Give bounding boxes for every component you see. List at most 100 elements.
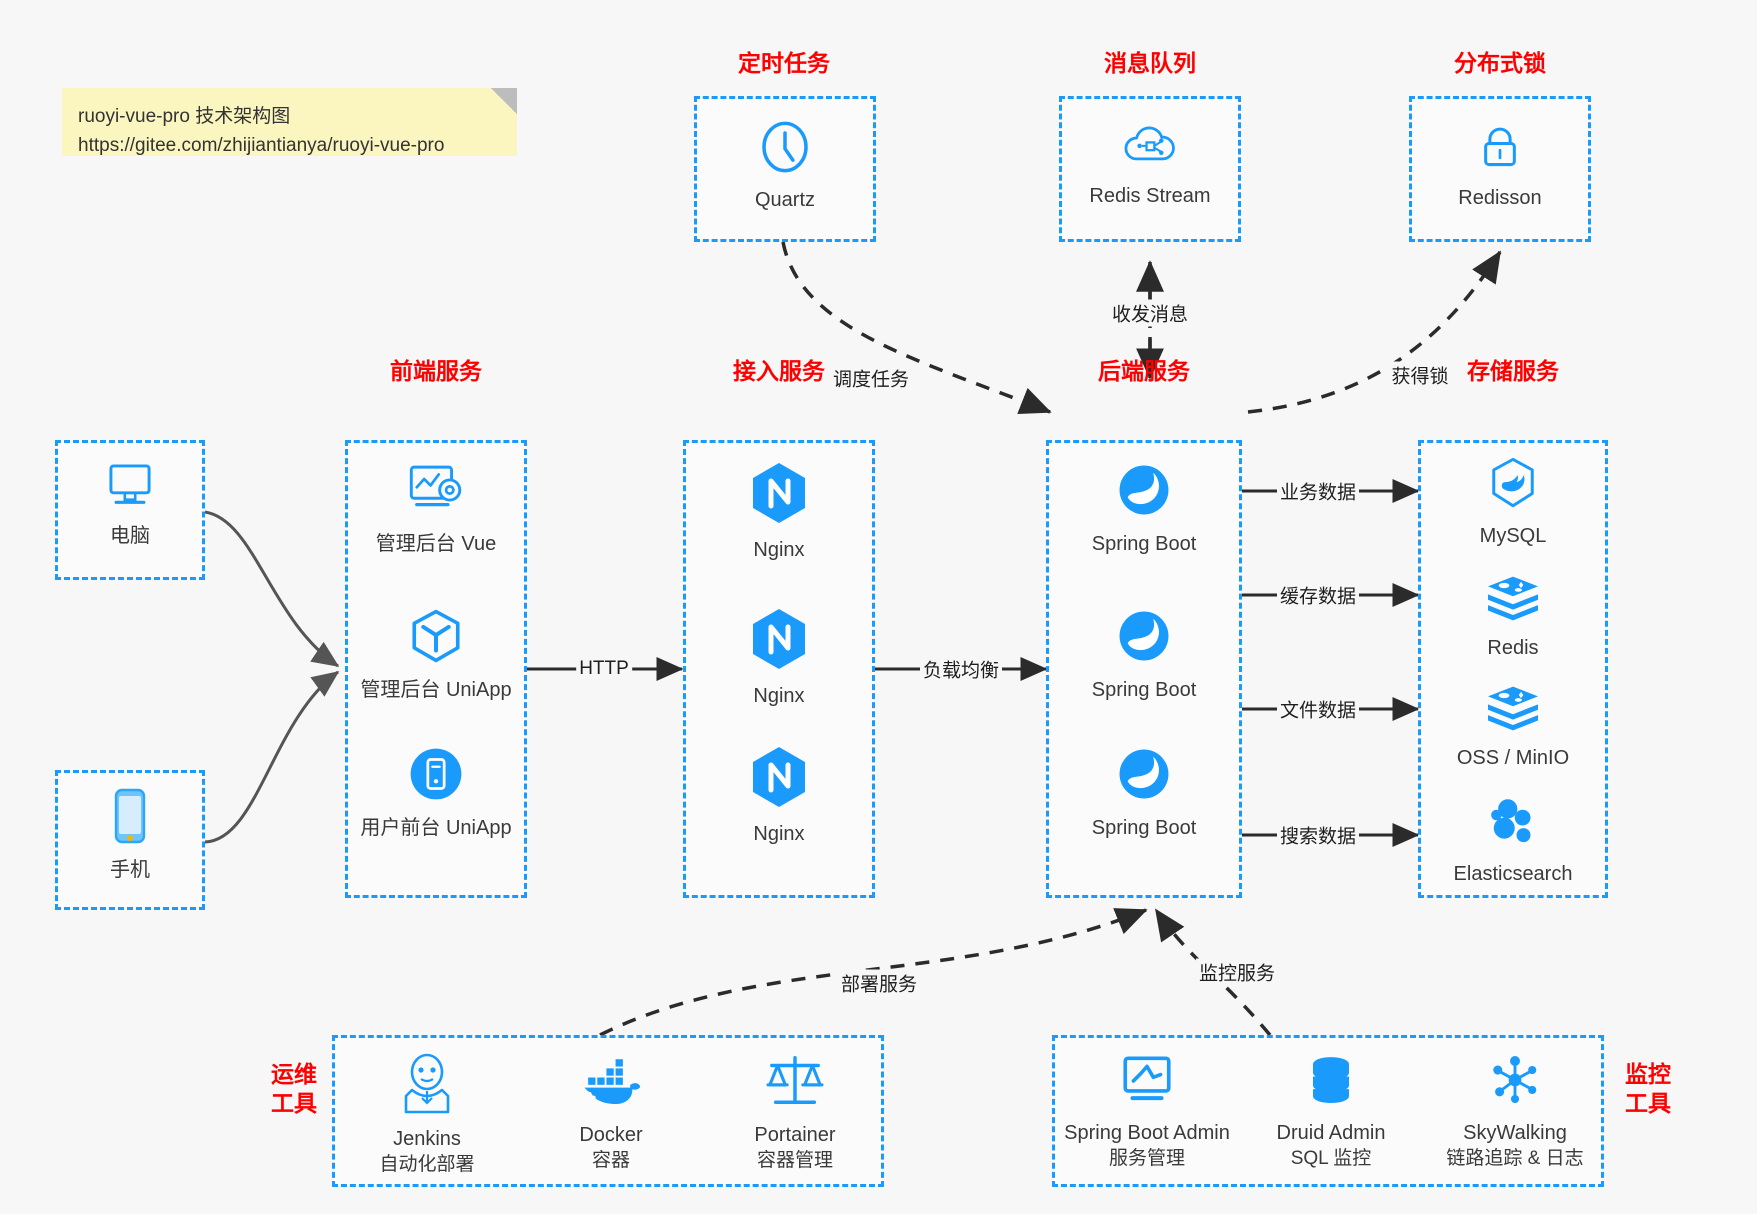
docker-whale-icon — [579, 1056, 643, 1110]
group-frontend: 管理后台 Vue 管理后台 UniApp 用户前台 UniApp — [345, 440, 527, 898]
edge-label-deploy-service: 部署服务 — [837, 969, 921, 997]
node-spring-boot-admin[interactable]: Spring Boot Admin 服务管理 — [1055, 1052, 1239, 1172]
node-elasticsearch[interactable]: Elasticsearch — [1421, 795, 1605, 887]
group-title-message-queue: 消息队列 — [1104, 50, 1196, 76]
phone-icon — [108, 787, 152, 845]
group-devops: Jenkins 自动化部署 Docker 容器 — [332, 1035, 884, 1187]
node-label: 电脑 — [110, 525, 150, 547]
dashboard-gear-icon — [404, 461, 468, 519]
group-monitor: Spring Boot Admin 服务管理 Druid Admin SQL 监… — [1052, 1035, 1604, 1187]
node-spring-boot-3[interactable]: Spring Boot — [1049, 745, 1239, 841]
node-spring-boot-2[interactable]: Spring Boot — [1049, 607, 1239, 703]
monitor-chart-icon — [1118, 1052, 1176, 1108]
mysql-dolphin-icon — [1485, 455, 1541, 511]
nginx-icon — [750, 745, 808, 809]
node-jenkins[interactable]: Jenkins 自动化部署 — [335, 1052, 519, 1178]
node-label: Redisson — [1458, 187, 1542, 209]
node-label: Docker — [579, 1124, 643, 1146]
node-oss-minio[interactable]: OSS / MinIO — [1421, 683, 1605, 771]
node-sublabel: 容器 — [591, 1150, 630, 1171]
jenkins-butler-icon — [398, 1052, 456, 1114]
group-title-distributed-lock: 分布式锁 — [1454, 50, 1546, 76]
node-label: Redis — [1487, 637, 1539, 659]
node-label: Spring Boot Admin — [1064, 1122, 1230, 1144]
group-access: Nginx Nginx Nginx — [683, 440, 875, 898]
node-label: Spring Boot — [1091, 679, 1197, 701]
group-title-devops-line1: 运维 — [271, 1061, 317, 1087]
node-label: 管理后台 UniApp — [360, 679, 512, 701]
group-storage: MySQL Redis — [1418, 440, 1608, 898]
node-nginx-3[interactable]: Nginx — [686, 745, 872, 847]
node-nginx-1[interactable]: Nginx — [686, 461, 872, 563]
scales-icon — [764, 1052, 826, 1110]
node-redisson[interactable]: Redisson — [1412, 119, 1588, 211]
lock-icon — [1473, 119, 1527, 173]
group-backend: Spring Boot Spring Boot Spring Boot — [1046, 440, 1242, 898]
node-portainer[interactable]: Portainer 容器管理 — [703, 1052, 887, 1174]
cloud-network-icon — [1122, 119, 1178, 171]
node-sublabel: 服务管理 — [1108, 1148, 1185, 1169]
node-admin-vue[interactable]: 管理后台 Vue — [348, 461, 524, 557]
node-label: Nginx — [753, 539, 805, 561]
nginx-icon — [750, 461, 808, 525]
edge-label-file-data: 文件数据 — [1276, 695, 1360, 723]
title-note: ruoyi-vue-pro 技术架构图 https://gitee.com/zh… — [62, 88, 517, 156]
group-title-devops-line2: 工具 — [271, 1089, 317, 1116]
spring-leaf-icon — [1115, 745, 1173, 803]
node-skywalking[interactable]: SkyWalking 链路追踪 & 日志 — [1423, 1052, 1607, 1172]
node-label: OSS / MinIO — [1456, 747, 1570, 769]
group-client-mobile: 手机 — [55, 770, 205, 910]
redis-stack-icon — [1484, 683, 1542, 733]
node-label: Nginx — [753, 685, 805, 707]
mobile-circle-icon — [407, 745, 465, 803]
group-scheduled-task: Quartz — [694, 96, 876, 242]
edge-label-load-balance: 负载均衡 — [919, 655, 1003, 683]
node-druid-admin[interactable]: Druid Admin SQL 监控 — [1239, 1054, 1423, 1172]
node-label: 用户前台 UniApp — [360, 817, 512, 839]
group-title-monitor-line1: 监控 — [1625, 1061, 1671, 1087]
edge-label-schedule-task: 调度任务 — [829, 364, 913, 392]
node-label: SkyWalking — [1463, 1122, 1567, 1144]
group-title-monitor-line2: 工具 — [1625, 1089, 1671, 1116]
node-mobile[interactable]: 手机 — [58, 787, 202, 883]
node-mysql[interactable]: MySQL — [1421, 455, 1605, 549]
node-nginx-2[interactable]: Nginx — [686, 607, 872, 709]
desktop-icon — [102, 459, 158, 511]
node-label: Nginx — [753, 823, 805, 845]
edge-label-cache-data: 缓存数据 — [1276, 581, 1360, 609]
group-client-pc: 电脑 — [55, 440, 205, 580]
node-redis-stream[interactable]: Redis Stream — [1062, 119, 1238, 209]
spring-leaf-icon — [1115, 461, 1173, 519]
group-title-monitor: 监控 工具 — [1612, 1060, 1684, 1118]
node-sublabel: 容器管理 — [756, 1150, 833, 1171]
node-admin-uniapp[interactable]: 管理后台 UniApp — [348, 607, 524, 703]
note-line-2: https://gitee.com/zhijiantianya/ruoyi-vu… — [78, 135, 445, 157]
node-label: Quartz — [754, 189, 816, 211]
group-title-scheduled-task: 定时任务 — [738, 50, 830, 76]
node-label: Redis Stream — [1089, 185, 1211, 207]
node-label: Druid Admin — [1276, 1122, 1386, 1144]
spring-leaf-icon — [1115, 607, 1173, 665]
edge-label-monitor-service: 监控服务 — [1195, 958, 1279, 986]
node-quartz[interactable]: Quartz — [697, 119, 873, 213]
node-user-uniapp[interactable]: 用户前台 UniApp — [348, 745, 524, 841]
edge-label-acquire-lock: 获得锁 — [1388, 361, 1452, 389]
note-fold-corner — [491, 88, 517, 114]
nginx-icon — [750, 607, 808, 671]
node-sublabel: 链路追踪 & 日志 — [1446, 1148, 1584, 1169]
node-spring-boot-1[interactable]: Spring Boot — [1049, 461, 1239, 557]
skywalking-icon — [1486, 1052, 1544, 1108]
note-line-1: ruoyi-vue-pro 技术架构图 — [78, 106, 291, 127]
node-sublabel: SQL 监控 — [1290, 1148, 1372, 1169]
node-label: 手机 — [110, 859, 150, 881]
group-title-devops: 运维 工具 — [258, 1060, 330, 1118]
node-pc[interactable]: 电脑 — [58, 459, 202, 549]
group-distributed-lock: Redisson — [1409, 96, 1591, 242]
node-label: Spring Boot — [1091, 533, 1197, 555]
node-label: Spring Boot — [1091, 817, 1197, 839]
node-redis[interactable]: Redis — [1421, 573, 1605, 661]
node-label: 管理后台 Vue — [375, 533, 497, 555]
group-title-access: 接入服务 — [733, 358, 825, 384]
elasticsearch-icon — [1485, 795, 1541, 849]
node-docker[interactable]: Docker 容器 — [519, 1056, 703, 1174]
